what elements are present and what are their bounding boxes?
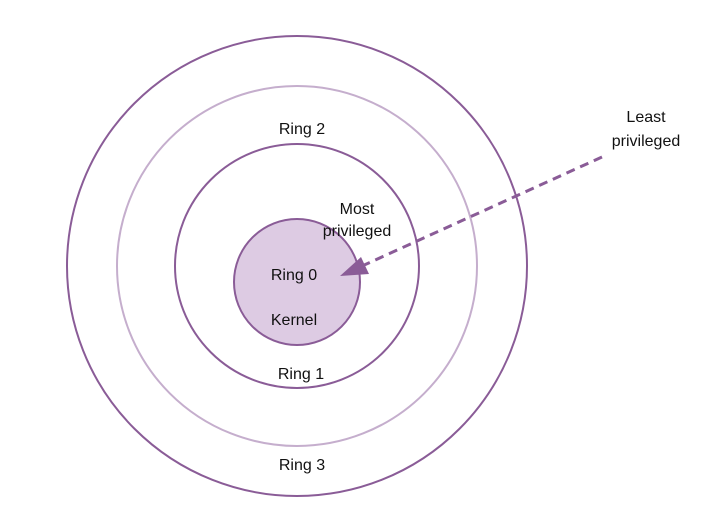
ring-3-label: Ring 3 [279,457,325,474]
most-privileged-label-line2: privileged [323,223,391,240]
privilege-arrow-line [361,155,603,268]
ring-1-label: Ring 1 [278,366,324,383]
least-privileged-label-line1: Least [626,109,666,126]
ring-0-label: Ring 0 [271,267,317,284]
least-privileged-label-line2: privileged [612,133,680,150]
kernel-label: Kernel [271,312,317,329]
ring-2-circle [116,85,478,447]
privilege-arrowhead [340,257,369,276]
ring-2-label: Ring 2 [279,121,325,138]
ring-0-kernel-circle [233,218,361,346]
ring-3-circle [66,35,528,497]
ring-1-circle [174,143,420,389]
most-privileged-label-line1: Most [340,201,375,218]
